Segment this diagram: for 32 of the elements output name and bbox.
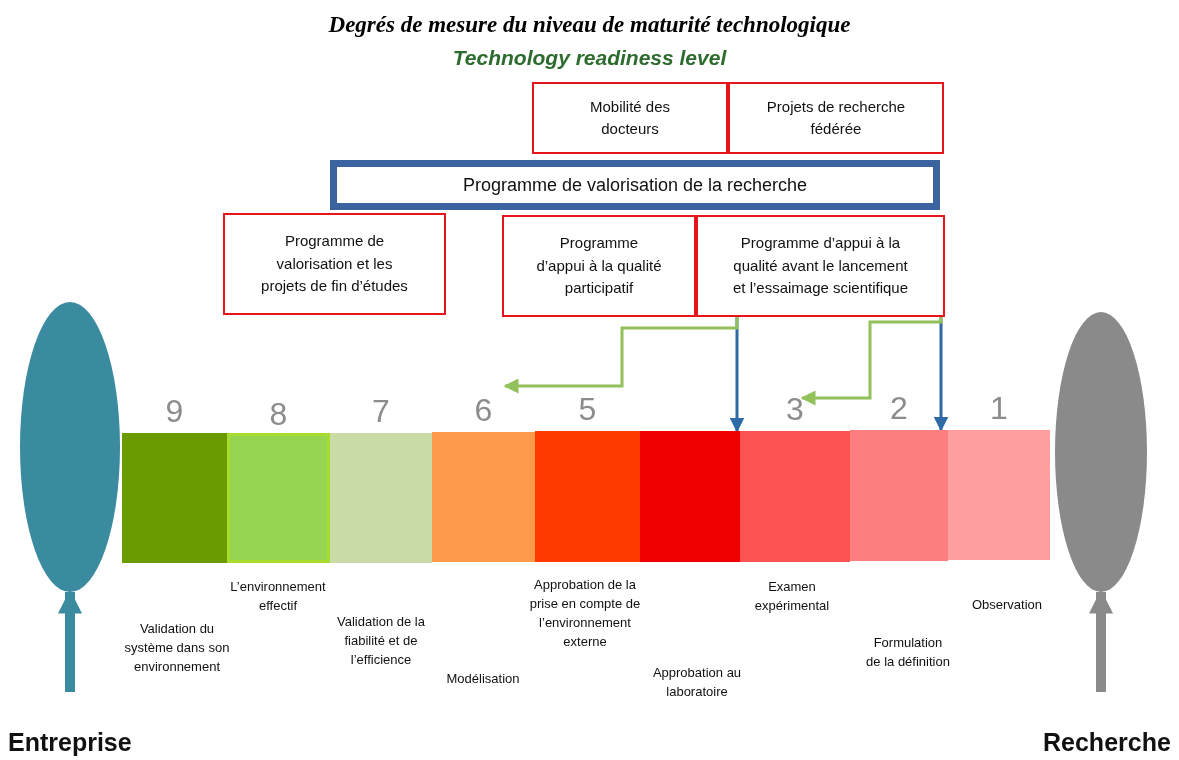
level-description: Validation de la fiabilité et de l’efficience — [336, 613, 426, 669]
level-block — [640, 431, 740, 562]
level-number: 3 — [785, 391, 805, 427]
level-description: Approbation au laboratoire — [651, 664, 743, 701]
diagram-title: Degrés de mesure du niveau de maturité technologique — [327, 12, 852, 38]
program-box: Mobilité des docteurs — [532, 82, 728, 154]
upward-arrow — [58, 589, 82, 692]
level-number: 1 — [989, 390, 1009, 426]
level-number: 7 — [371, 393, 391, 429]
program-box: Projets de recherche fédérée — [728, 82, 944, 154]
level-number: 5 — [577, 391, 598, 427]
program-box: Programme d’appui à la qualité avant le lancement et l’essaimage scientifique — [696, 215, 945, 317]
level-number: 2 — [889, 390, 909, 426]
level-description: L’environnement effectif — [229, 578, 327, 615]
upward-arrow — [1089, 589, 1113, 692]
program-banner: Programme de valorisation de la recherche — [330, 160, 940, 210]
level-description: Approbation de la prise en compte de l’environnement externe — [528, 576, 642, 651]
level-number: 6 — [473, 392, 494, 428]
level-description: Examen expérimental — [753, 578, 831, 615]
arrow — [503, 317, 739, 394]
level-number: 9 — [164, 393, 185, 429]
level-description: Observation — [970, 596, 1044, 614]
level-number: 8 — [268, 396, 289, 432]
side-label: Entreprise — [8, 728, 132, 757]
side-label: Recherche — [1043, 728, 1171, 757]
level-description: Formulation de la définition — [866, 634, 950, 671]
level-description: Validation du système dans son environnement — [123, 620, 231, 676]
arrow — [800, 317, 943, 406]
program-box: Programme d’appui à la qualité participatif — [502, 215, 696, 317]
level-description: Modélisation — [445, 670, 521, 688]
program-box: Programme de valorisation et les projets de fin d’études — [223, 213, 446, 315]
diagram-subtitle: Technology readiness level — [451, 46, 728, 70]
